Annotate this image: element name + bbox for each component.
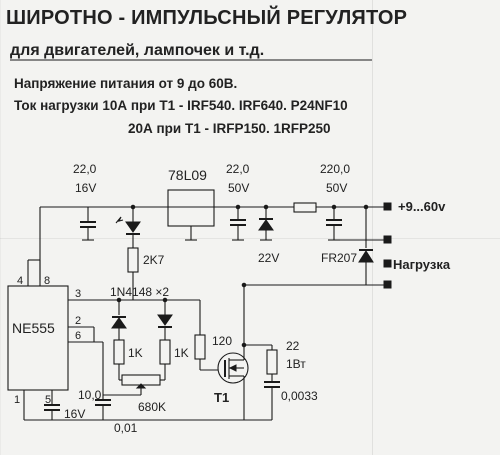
pin-4: 4 — [17, 275, 23, 287]
regulator-capacitor: 22,0 50V — [226, 162, 250, 241]
input-capacitor-voltage: 16V — [75, 181, 96, 195]
zener-label: 22V — [258, 251, 279, 265]
pin-2: 2 — [75, 315, 81, 327]
timing-capacitor-small: 0,01 — [95, 399, 138, 435]
output-capacitor: 220,0 50V — [320, 162, 350, 241]
pin-8: 8 — [44, 275, 50, 287]
supply-terminal: +9...60v — [366, 199, 446, 244]
paper-fold-vertical — [372, 0, 373, 455]
paper-fold-horizontal — [0, 238, 500, 239]
load-terminal-label: Нагрузка — [393, 257, 451, 272]
load-terminal: Нагрузка — [334, 239, 451, 289]
resistor-1k-right: 1K — [159, 339, 189, 380]
diagram-subtitle: для двигателей, лампочек и т.д. — [10, 42, 264, 59]
supply-terminal-label: +9...60v — [398, 199, 446, 214]
gate-resistor-label: 120 — [212, 334, 232, 348]
rail-resistor — [293, 202, 317, 213]
spec-load-current-20a: 20А при Т1 - IRFP150. 1RFP250 — [128, 121, 331, 136]
diode-pair: 1N4148 ×2 — [110, 285, 173, 340]
resistor-1k-left: 1K — [113, 339, 143, 380]
timing-capacitor-voltage: 16V — [64, 407, 85, 421]
resistor-1k-right-label: 1K — [174, 346, 189, 360]
timing-capacitor-value: 10,0 — [78, 388, 102, 402]
zener-diode: 22V — [258, 204, 279, 265]
regulator-capacitor-voltage: 50V — [228, 181, 249, 195]
voltage-regulator: 78L09 — [167, 167, 215, 241]
potentiometer-label: 680K — [138, 400, 166, 414]
output-capacitor-voltage: 50V — [326, 181, 347, 195]
snubber-resistor-value: 22 — [286, 339, 300, 353]
pin-5: 5 — [45, 394, 51, 406]
spec-load-current-10a: Ток нагрузки 10А при Т1 - IRF540. IRF640… — [14, 98, 348, 113]
snubber-resistor-power: 1Вт — [286, 357, 306, 371]
gate-resistor: 120 — [194, 300, 232, 371]
ne555-chip: NE555 4 8 3 2 6 1 5 — [7, 259, 200, 420]
output-capacitor-value: 220,0 — [320, 162, 350, 176]
resistor-2k7-label: 2K7 — [143, 253, 165, 267]
regulator-label: 78L09 — [168, 167, 207, 183]
resistor-2k7: 2K7 — [127, 247, 165, 285]
diagram-title: ШИРОТНО - ИМПУЛЬСНЫЙ РЕГУЛЯТОР — [6, 5, 407, 29]
mosfet-t1: T1 — [214, 345, 249, 420]
snubber-capacitor-value: 0,0033 — [281, 389, 318, 403]
snubber: 22 1Вт 0,0033 — [241, 339, 318, 420]
input-capacitor-value: 22,0 — [73, 162, 97, 176]
pin-1: 1 — [14, 394, 20, 406]
timing-capacitor-small-value: 0,01 — [114, 421, 138, 435]
timing-capacitor: 10,0 16V — [44, 388, 102, 421]
input-capacitor: 22,0 16V — [73, 162, 97, 241]
potentiometer: 680K — [103, 374, 166, 414]
chip-label: NE555 — [12, 320, 55, 336]
transistor-label: T1 — [214, 390, 229, 405]
pin-6: 6 — [75, 330, 81, 342]
spec-supply-voltage: Напряжение питания от 9 до 60В. — [14, 76, 237, 91]
resistor-1k-left-label: 1K — [128, 346, 143, 360]
freewheel-diode-label: FR207 — [321, 251, 357, 265]
series-diode — [115, 204, 141, 248]
diode-pair-label: 1N4148 ×2 — [110, 285, 169, 299]
pin-3: 3 — [75, 288, 81, 300]
regulator-capacitor-value: 22,0 — [226, 162, 250, 176]
freewheel-diode: FR207 — [321, 204, 374, 285]
